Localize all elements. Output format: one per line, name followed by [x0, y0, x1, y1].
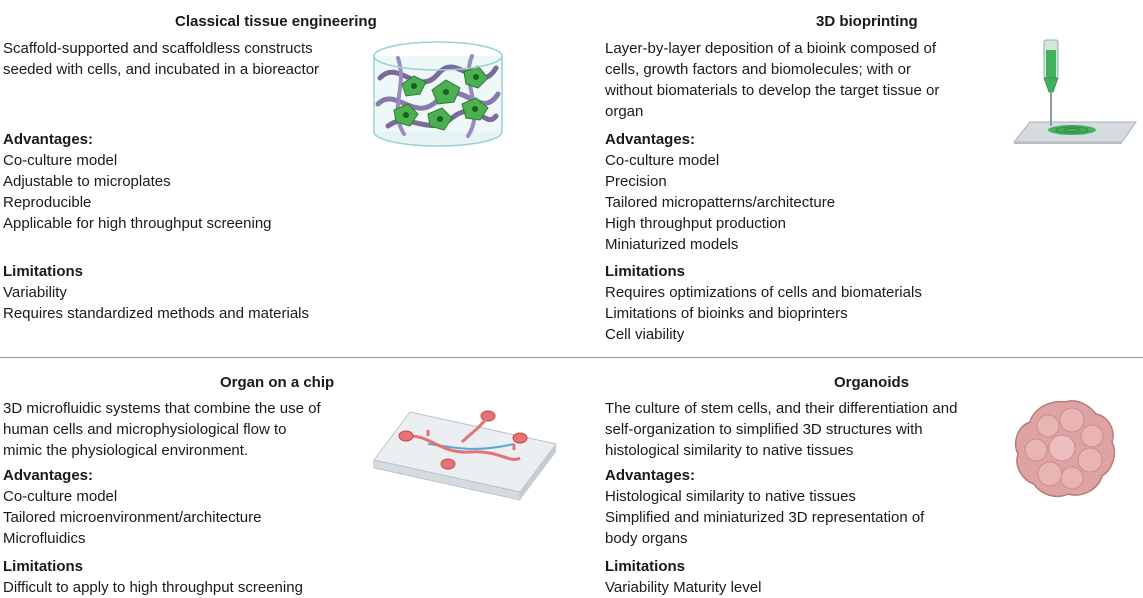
bioprinting-limitations: Limitations Requires optimizations of ce…	[605, 261, 922, 345]
list-item: Tailored micropatterns/architecture	[605, 194, 836, 211]
chip-description: 3D microfluidic systems that combine the…	[3, 400, 321, 459]
limitations-heading: Limitations	[605, 558, 686, 575]
list-item: Variability	[3, 284, 67, 301]
organoids-description: The culture of stem cells, and their dif…	[605, 400, 958, 459]
scaffold-illustration	[373, 41, 503, 147]
bioprinter-illustration	[1012, 39, 1137, 144]
advantages-heading: Advantages:	[605, 131, 696, 148]
list-item: Cell viability	[605, 326, 685, 343]
organoids-limitations: Limitations Variability Maturity level	[605, 556, 761, 598]
list-item: Microfluidics	[3, 530, 86, 547]
bioprinting-title: 3D bioprinting	[816, 13, 918, 30]
classical-advantages: Advantages: Co-culture model Adjustable …	[3, 129, 272, 234]
advantages-heading: Advantages:	[3, 467, 94, 484]
chip-title: Organ on a chip	[220, 374, 335, 391]
list-item: Precision	[605, 173, 667, 190]
list-item: Tailored microenvironment/architecture	[3, 509, 262, 526]
list-item: Requires optimizations of cells and biom…	[605, 284, 922, 301]
classical-title: Classical tissue engineering	[175, 13, 377, 30]
classical-limitations: Limitations Variability Requires standar…	[3, 261, 309, 324]
list-item: Simplified and miniaturized 3D represent…	[605, 509, 925, 547]
advantages-heading: Advantages:	[605, 467, 696, 484]
list-item: Reproducible	[3, 194, 92, 211]
list-item: Variability Maturity level	[605, 579, 762, 596]
list-item: Adjustable to microplates	[3, 173, 171, 190]
limitations-heading: Limitations	[605, 263, 686, 280]
list-item: Limitations of bioinks and bioprinters	[605, 305, 848, 322]
list-item: Co-culture model	[3, 152, 118, 169]
chip-illustration	[373, 410, 557, 501]
organoid-illustration	[1014, 400, 1116, 498]
chip-limitations: Limitations Difficult to apply to high t…	[3, 556, 303, 598]
list-item: Co-culture model	[605, 152, 720, 169]
section-divider	[0, 357, 1143, 358]
bioprinting-advantages: Advantages: Co-culture model Precision T…	[605, 129, 835, 255]
list-item: Histological similarity to native tissue…	[605, 488, 856, 505]
list-item: High throughput production	[605, 215, 786, 232]
list-item: Difficult to apply to high throughput sc…	[3, 579, 303, 596]
classical-description: Scaffold-supported and scaffoldless cons…	[3, 40, 320, 78]
list-item: Requires standardized methods and materi…	[3, 305, 309, 322]
limitations-heading: Limitations	[3, 558, 84, 575]
list-item: Co-culture model	[3, 488, 118, 505]
organoids-advantages: Advantages: Histological similarity to n…	[605, 465, 935, 549]
chip-advantages: Advantages: Co-culture model Tailored mi…	[3, 465, 261, 549]
list-item: Applicable for high throughput screening	[3, 215, 272, 232]
advantages-heading: Advantages:	[3, 131, 94, 148]
bioprinting-description: Layer-by-layer deposition of a bioink co…	[605, 40, 940, 120]
organoids-title: Organoids	[834, 374, 910, 391]
limitations-heading: Limitations	[3, 263, 84, 280]
list-item: Miniaturized models	[605, 236, 739, 253]
